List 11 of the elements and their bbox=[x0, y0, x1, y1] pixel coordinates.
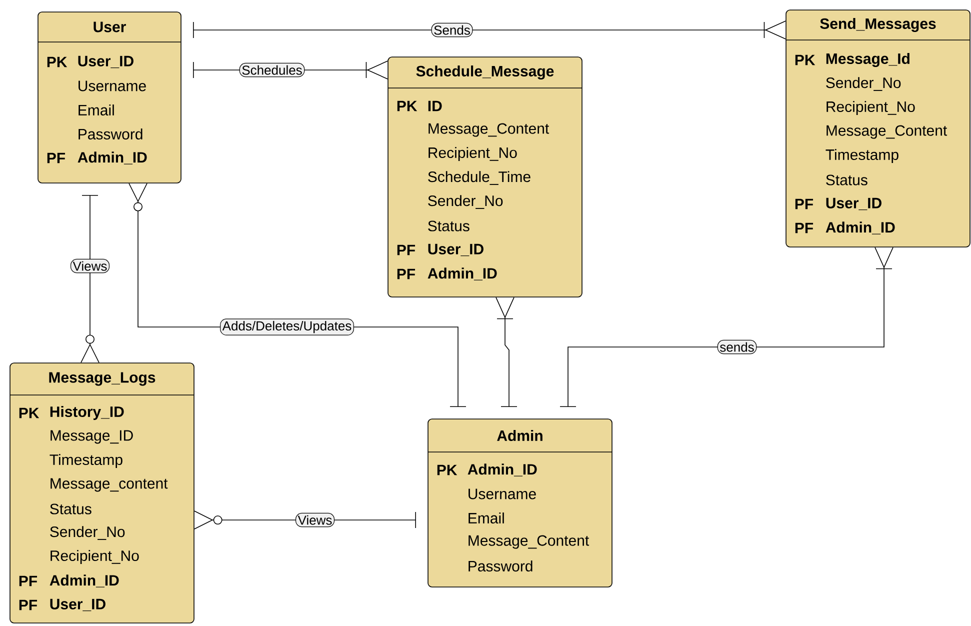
edge-label: Views bbox=[70, 258, 110, 274]
edge-label: Sends bbox=[431, 22, 473, 38]
edge-label: Schedules bbox=[239, 62, 305, 78]
entity-table: Admin PK Admin_ID Username Email Message_Content Password bbox=[428, 418, 612, 588]
entity-table: User PK User_ID Username Email Password PF Admin_ID bbox=[38, 12, 182, 184]
entity-table: Send_Messages PK Message_Id Sender_No Recipient_No Message_Content Timestamp Status PF User_ID PF Admin_ID bbox=[786, 10, 970, 248]
edge-label: Adds/Deletes/Updates bbox=[220, 318, 354, 336]
entity-table: Message_Logs PK History_ID Message_ID Timestamp Message_content Status Sender_No Recipient_No PF Admin_ID PF User_ID bbox=[10, 362, 194, 624]
edge-label: sends bbox=[717, 340, 757, 354]
entity-table: Schedule_Message PK ID Message_Content Recipient_No Schedule_Time Sender_No Status PF User_ID PF Admin_ID bbox=[388, 56, 582, 298]
edge-label: Views bbox=[295, 512, 335, 528]
